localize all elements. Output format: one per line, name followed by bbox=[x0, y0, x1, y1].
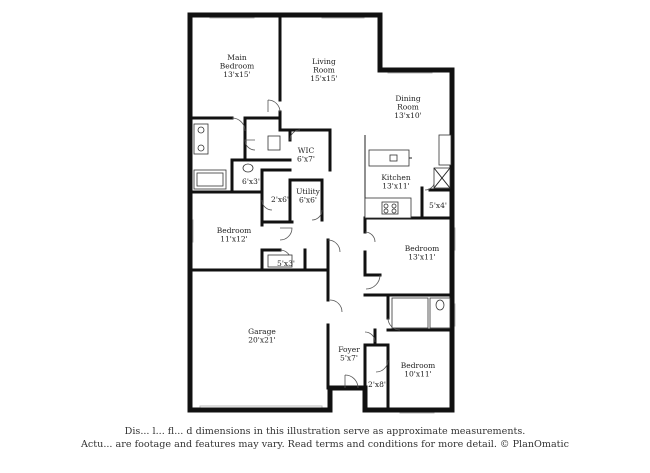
disclaimer: Dis... l... fl... d dimensions in this i… bbox=[0, 425, 650, 451]
hall-vanity bbox=[391, 297, 429, 329]
room-dim-bath-hall: 5'x3' bbox=[277, 259, 295, 268]
room-dim-wic: 6'x7' bbox=[297, 155, 315, 164]
room-dim-bath-main: 6'x3' bbox=[242, 177, 260, 186]
room-dim-main-bedroom: 13'x15' bbox=[223, 70, 250, 79]
room-dim-bedroom-south: 10'x11' bbox=[404, 370, 431, 379]
room-name-foyer: Foyer bbox=[338, 345, 360, 354]
room-dim-bedroom-west: 11'x12' bbox=[220, 235, 247, 244]
disclaimer-line-1: Dis... l... fl... d dimensions in this i… bbox=[124, 426, 526, 437]
room-name-dining-1: Dining bbox=[395, 94, 420, 103]
room-dim-utility: 6'x6' bbox=[299, 196, 317, 205]
room-dim-kitchen: 13'x11' bbox=[382, 182, 409, 191]
room-name-main-bedroom-1: Main bbox=[227, 53, 247, 62]
room-name-bedroom-south: Bedroom bbox=[401, 361, 435, 370]
room-name-bedroom-east: Bedroom bbox=[405, 244, 439, 253]
room-name-main-bedroom-2: Bedroom bbox=[220, 62, 254, 71]
room-dim-closet-small: 2'x6' bbox=[271, 195, 289, 204]
room-dim-dining: 13'x10' bbox=[394, 111, 421, 120]
hall-fixture bbox=[267, 254, 293, 268]
interior-walls bbox=[188, 13, 454, 412]
room-name-kitchen: Kitchen bbox=[381, 173, 410, 182]
room-dim-closet-foyer: 2'x8' bbox=[368, 380, 386, 389]
room-name-wic: WIC bbox=[298, 146, 315, 155]
room-name-utility: Utility bbox=[296, 187, 321, 196]
room-name-dining-2: Room bbox=[397, 103, 419, 112]
room-name-bedroom-west: Bedroom bbox=[217, 226, 251, 235]
dining-cabinet bbox=[438, 134, 452, 166]
disclaimer-line-2: Actu... are footage and features may var… bbox=[81, 439, 569, 450]
vanity bbox=[193, 123, 209, 155]
room-dim-living: 15'x15' bbox=[310, 74, 337, 83]
room-name-garage: Garage bbox=[248, 327, 276, 336]
exterior-walls bbox=[187, 12, 455, 413]
room-name-living-2: Room bbox=[313, 66, 335, 75]
room-dim-bedroom-east: 13'x11' bbox=[408, 253, 435, 262]
fixtures bbox=[193, 123, 452, 329]
kitchen-island bbox=[368, 149, 410, 167]
room-dim-pantry: 5'x4' bbox=[429, 201, 447, 210]
toilet bbox=[242, 163, 254, 173]
doors bbox=[231, 99, 436, 389]
room-dim-foyer: 5'x7' bbox=[340, 354, 358, 363]
room-dim-garage: 20'x21' bbox=[248, 336, 275, 345]
room-name-living-1: Living bbox=[312, 57, 336, 66]
hall-tub bbox=[429, 297, 451, 329]
